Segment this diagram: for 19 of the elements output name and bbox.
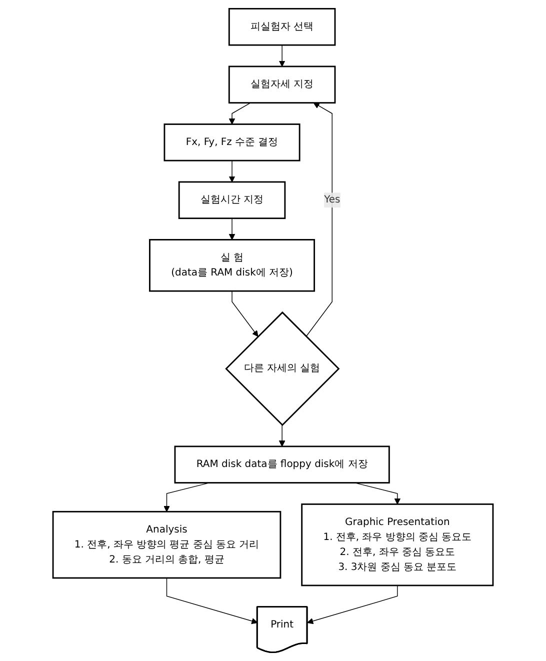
arrow — [307, 585, 398, 624]
node-diamond: 다른 자세의 실험 — [225, 311, 340, 426]
arrow — [228, 218, 236, 240]
node-box: 실험시간 지정 — [178, 181, 286, 220]
arrow — [228, 160, 236, 182]
arrow — [278, 424, 286, 447]
node-box: 피실험자 선택 — [228, 8, 336, 46]
node-box: RAM disk data를 floppy disk에 저장 — [174, 446, 390, 484]
arrow — [228, 102, 251, 124]
arrow — [278, 44, 286, 67]
node-box: 실 험 (data를 RAM disk에 저장) — [149, 239, 316, 292]
node-box: Fx, Fy, Fz 수준 결정 — [164, 124, 300, 162]
arrow — [232, 290, 258, 337]
edge-label: Yes — [324, 194, 340, 206]
node-box: Graphic Presentation 1. 전후, 좌우 방향의 중심 동요도 2. 전후, 좌우 중심 동요도 3. 3차원 중심 동요 분포도 — [301, 503, 494, 586]
arrow — [166, 578, 258, 624]
node-box: 실험자세 지정 — [228, 66, 336, 104]
node-box: Analysis 1. 전후, 좌우 방향의 평균 중심 동요 거리 2. 동요 거리의 총합, 평균 — [52, 510, 282, 579]
arrow — [306, 102, 332, 337]
